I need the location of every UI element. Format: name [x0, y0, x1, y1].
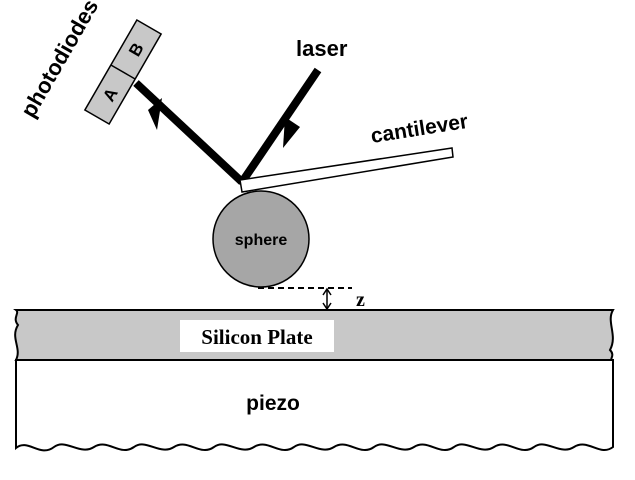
cantilever — [239, 147, 454, 193]
gap-z-label: z — [356, 289, 365, 311]
reflected-arrowhead-icon — [148, 98, 162, 130]
sphere-label: sphere — [235, 232, 288, 249]
laser-beam-incoming — [238, 67, 322, 185]
laser-label: laser — [296, 36, 348, 61]
photodiode-divider — [110, 64, 136, 80]
laser-beam-reflected — [133, 80, 245, 185]
piezo-label: piezo — [246, 392, 300, 415]
piezo-block — [15, 359, 614, 452]
silicon-plate-label-box — [180, 320, 334, 352]
silicon-plate-label: Silicon Plate — [201, 325, 312, 349]
gap-indicator — [258, 287, 352, 311]
cantilever-label: cantilever — [369, 110, 469, 148]
photodiode-detector: A B — [83, 18, 163, 126]
laser-arrowhead-icon — [283, 117, 300, 148]
